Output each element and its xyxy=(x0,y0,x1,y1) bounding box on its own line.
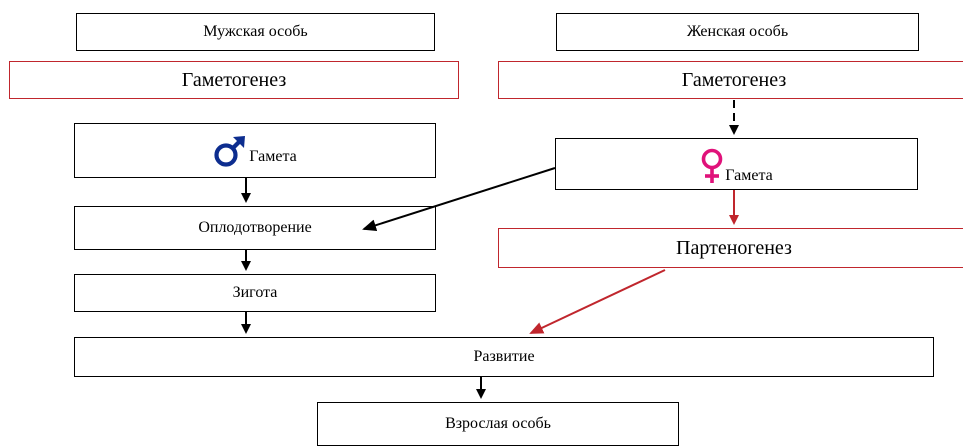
male-individual-label: Мужская особь xyxy=(203,23,308,40)
parthenogenesis-label: Партеногенез xyxy=(676,237,792,259)
zygote-box: Зигота xyxy=(74,274,436,312)
male-individual-box: Мужская особь xyxy=(76,13,435,51)
zygote-label: Зигота xyxy=(232,284,278,301)
male-gametogenesis-label: Гаметогенез xyxy=(181,69,287,91)
development-box: Развитие xyxy=(74,337,934,377)
female-individual-label: Женская особь xyxy=(686,23,789,40)
female-gamete-label: Гамета xyxy=(725,167,773,184)
fertilization-label: Оплодотворение xyxy=(198,219,312,236)
female-symbol-icon xyxy=(700,148,724,188)
development-label: Развитие xyxy=(473,348,535,365)
arrow-parthenogenesis-to-development xyxy=(529,269,666,334)
arrow-female-gamete-to-fertilization xyxy=(362,167,556,232)
male-gamete-box: Гамета xyxy=(74,123,436,178)
female-gametogenesis-label: Гаметогенез xyxy=(681,69,787,91)
male-gametogenesis-box: Гаметогенез xyxy=(9,61,459,99)
male-symbol-icon xyxy=(213,134,247,172)
adult-individual-label: Взрослая особь xyxy=(445,415,551,432)
female-individual-box: Женская особь xyxy=(556,13,919,51)
female-gametogenesis-box: Гаметогенез xyxy=(498,61,963,99)
parthenogenesis-box: Партеногенез xyxy=(498,228,963,268)
male-gamete-label: Гамета xyxy=(249,147,297,165)
female-gamete-box: Гамета xyxy=(555,138,918,190)
